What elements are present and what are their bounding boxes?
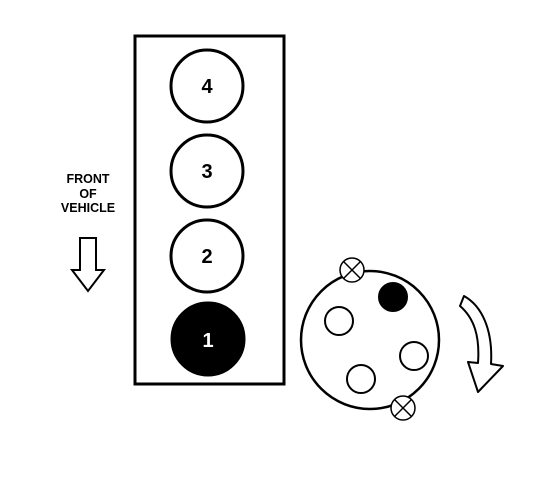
cylinder-1: 1 (170, 301, 246, 377)
cylinder-2-circle (169, 218, 245, 294)
front-of-vehicle-label: FRONT OF VEHICLE (40, 172, 136, 216)
distributor-terminal-active (378, 282, 408, 312)
rotation-direction-arrow-icon (459, 295, 504, 393)
front-direction-arrow-icon (69, 237, 107, 293)
mount-bolt-top-icon (339, 257, 365, 283)
cylinder-4-circle (169, 48, 245, 124)
distributor-terminal (399, 341, 429, 371)
cylinder-1-circle (170, 301, 246, 377)
distributor-terminal (346, 364, 376, 394)
front-label-line-2: OF (79, 186, 97, 201)
distributor-terminal (324, 306, 354, 336)
cylinder-2-number: 2 (201, 246, 212, 268)
cylinder-2: 2 (169, 218, 245, 294)
cylinder-3: 3 (169, 133, 245, 209)
front-label-line-3: VEHICLE (60, 201, 116, 215)
cylinder-3-number: 3 (201, 161, 212, 183)
mount-bolt-bottom-icon (390, 395, 416, 421)
cylinder-1-number: 1 (202, 330, 213, 352)
cylinder-3-circle (169, 133, 245, 209)
cylinder-4: 4 (169, 48, 245, 124)
front-label-line-1: FRONT (66, 172, 110, 186)
cylinder-4-number: 4 (201, 76, 213, 98)
